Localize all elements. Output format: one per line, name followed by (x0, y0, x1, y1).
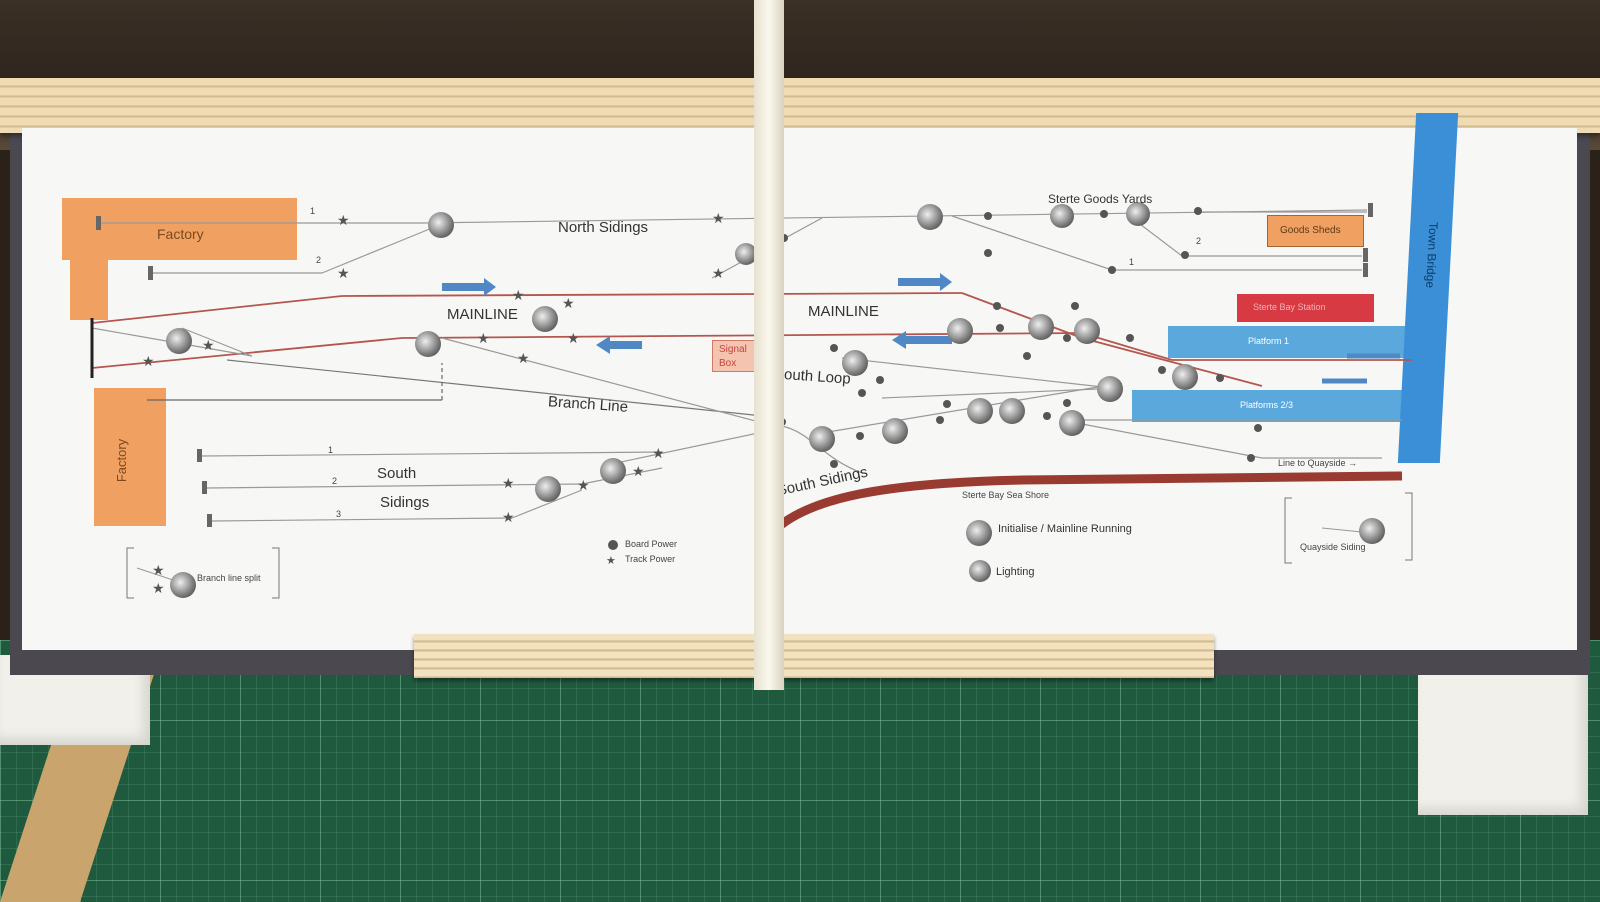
goods-track-1: 1 (1129, 257, 1135, 267)
toggle-switch[interactable] (969, 560, 991, 582)
platforms-2-3-label: Platforms 2/3 (1240, 400, 1294, 410)
svg-text:★: ★ (477, 330, 490, 346)
south-track-2: 2 (332, 476, 338, 486)
factory-top-block: Factory (62, 198, 297, 260)
toggle-switch[interactable] (999, 398, 1025, 424)
svg-text:★: ★ (632, 463, 645, 479)
toggle-switch[interactable] (966, 520, 992, 546)
toggle-switch[interactable] (166, 328, 192, 354)
north-track-2: 2 (316, 255, 322, 265)
toggle-switch[interactable] (1059, 410, 1085, 436)
sidings-label: Sidings (380, 494, 430, 511)
cutting-mat (0, 640, 1600, 902)
track-diagram: ★ ★ ★ ★ ★ ★ ★ ★ ★ ★ ★ ★ ★ ★ ★ ★ ★ ★ (90, 203, 1413, 599)
quayside-siding-label: Quayside Siding (1300, 542, 1366, 552)
toggle-switch[interactable] (882, 418, 908, 444)
toggle-switch[interactable] (535, 476, 561, 502)
factory-top-stem (70, 260, 108, 320)
sterte-bay-station-label: Sterte Bay Station (1253, 302, 1326, 312)
mainline-right-label: MAINLINE (808, 303, 879, 320)
svg-text:★: ★ (652, 445, 665, 461)
svg-text:★: ★ (152, 562, 165, 578)
platforms-2-3-box: Platforms 2/3 (1132, 390, 1404, 422)
svg-text:★: ★ (567, 330, 580, 346)
north-track-1: 1 (310, 206, 316, 216)
goods-sheds-label: Goods Sheds (1280, 225, 1341, 236)
toggle-switch[interactable] (809, 426, 835, 452)
bottom-trim (414, 634, 1214, 678)
branch-line-split-label: Branch line split (197, 573, 261, 583)
toggle-switch[interactable] (1050, 204, 1074, 228)
toggle-switch[interactable] (1097, 376, 1123, 402)
toggle-switch[interactable] (1172, 364, 1198, 390)
toggle-switch[interactable] (917, 204, 943, 230)
svg-text:★: ★ (502, 509, 515, 525)
lighting-label: Lighting (996, 566, 1035, 578)
toggle-switch[interactable] (1359, 518, 1385, 544)
platform-1-box: Platform 1 (1168, 326, 1414, 358)
toggle-switch[interactable] (428, 212, 454, 238)
control-panel: Factory Factory Goods Sheds Sterte Bay S… (22, 113, 1577, 650)
toggle-switch[interactable] (1028, 314, 1054, 340)
toggle-switch[interactable] (170, 572, 196, 598)
svg-text:★: ★ (337, 265, 350, 281)
factory-top-label: Factory (157, 226, 204, 242)
toggle-switch[interactable] (1074, 318, 1100, 344)
initialise-label: Initialise / Mainline Running (998, 523, 1132, 535)
north-sidings-label: North Sidings (558, 219, 649, 236)
svg-text:★: ★ (606, 555, 616, 567)
top-trim (0, 78, 1600, 133)
toggle-switch[interactable] (532, 306, 558, 332)
toggle-switch[interactable] (600, 458, 626, 484)
goods-sheds-box: Goods Sheds (1267, 215, 1364, 247)
svg-text:★: ★ (512, 287, 525, 303)
south-track-1: 1 (328, 445, 334, 455)
svg-text:★: ★ (712, 210, 725, 226)
svg-text:★: ★ (142, 353, 155, 369)
svg-text:★: ★ (202, 337, 215, 353)
svg-text:★: ★ (152, 580, 165, 596)
svg-text:★: ★ (337, 212, 350, 228)
factory-left-block: Factory (94, 388, 166, 526)
svg-text:★: ★ (577, 477, 590, 493)
toggle-switch[interactable] (415, 331, 441, 357)
legend-track-power: Track Power (625, 554, 676, 564)
south-track-3: 3 (336, 509, 342, 519)
signal-box-label: Signal Box (719, 344, 747, 369)
toggle-switch[interactable] (735, 243, 757, 265)
cable-tie (754, 0, 784, 690)
toggle-switch[interactable] (1126, 202, 1150, 226)
platform-1-label: Platform 1 (1248, 336, 1290, 346)
goods-track-2: 2 (1196, 236, 1202, 246)
svg-text:★: ★ (517, 350, 530, 366)
mainline-left-label: MAINLINE (447, 306, 518, 323)
toggle-switch[interactable] (842, 350, 868, 376)
toggle-switch[interactable] (967, 398, 993, 424)
south-label: South (377, 465, 417, 482)
svg-text:★: ★ (502, 475, 515, 491)
svg-text:★: ★ (712, 265, 725, 281)
legend-board-power: Board Power (625, 539, 678, 549)
sea-shore-label: Sterte Bay Sea Shore (962, 490, 1050, 500)
sterte-bay-station-box: Sterte Bay Station (1237, 294, 1374, 322)
svg-text:★: ★ (562, 295, 575, 311)
sterte-goods-yards-label: Sterte Goods Yards (1048, 192, 1153, 206)
line-to-quayside-label: Line to Quayside → (1278, 458, 1358, 468)
toggle-switch[interactable] (947, 318, 973, 344)
